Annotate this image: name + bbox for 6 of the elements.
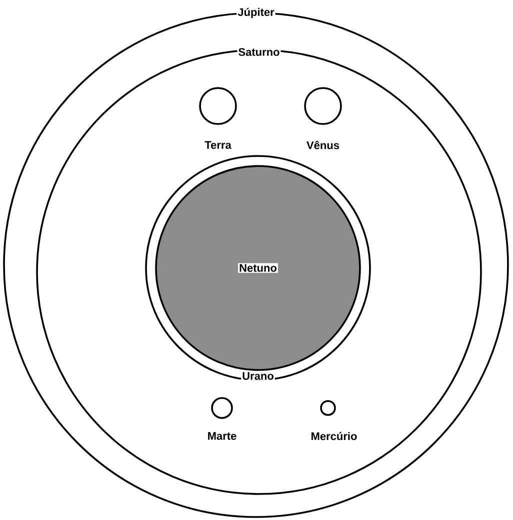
planet-label: Netuno [238, 263, 278, 273]
planet-label: Terra [204, 140, 232, 150]
planet-label: Urano [241, 371, 275, 381]
planet-label: Júpiter [236, 6, 276, 20]
planet-label: Saturno [237, 47, 281, 57]
planet-label: Marte [206, 431, 238, 441]
